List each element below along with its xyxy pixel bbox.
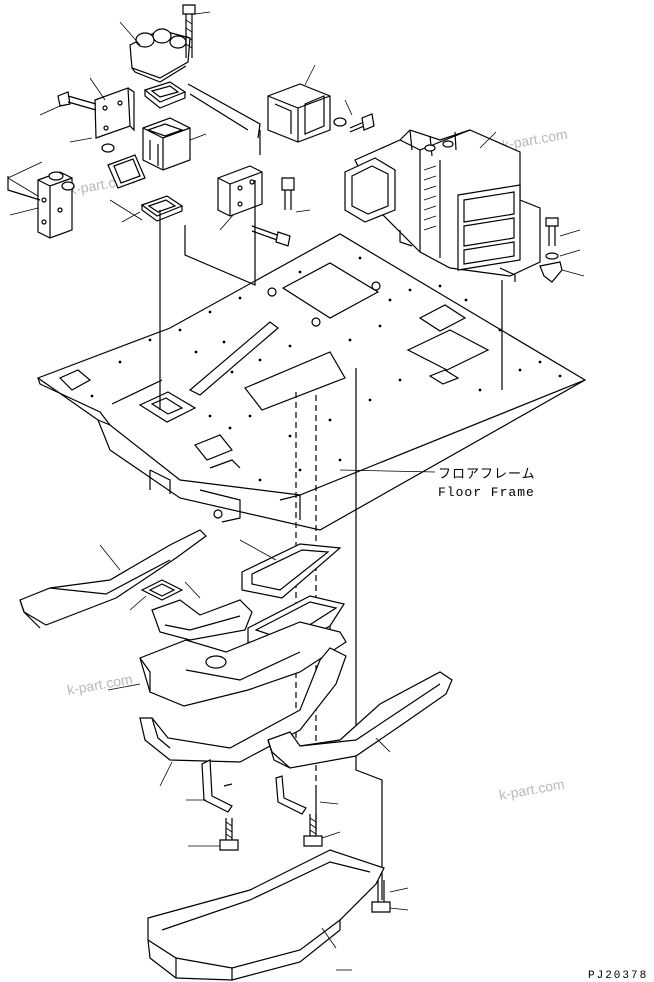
floor-cutout-4 — [244, 351, 346, 411]
floor-duct-opening — [138, 391, 197, 423]
gasket-small — [140, 579, 184, 601]
bolt-center-2 — [251, 225, 291, 247]
floor-holes — [90, 256, 562, 482]
assembly-lines — [7, 130, 503, 900]
washer-2 — [545, 252, 559, 260]
floor-frame — [36, 233, 587, 531]
floor-frame-label-en: Floor Frame — [438, 485, 535, 500]
duct-bottom-left — [139, 647, 347, 763]
mounting-plate-center — [217, 165, 263, 217]
nut-1 — [101, 143, 115, 153]
washer-1 — [333, 117, 347, 127]
bolt-lower-center — [303, 814, 323, 847]
duct-middle — [151, 599, 253, 641]
valve-body-left — [37, 171, 75, 239]
gasket-1 — [143, 81, 187, 109]
watermark-bottom-right: k-part.com — [498, 776, 566, 803]
duct-bottom-right — [267, 671, 453, 769]
floor-cutout-3 — [406, 329, 490, 371]
duct-adapter — [142, 117, 191, 171]
duct-lower-main — [139, 621, 347, 707]
heater-unit — [344, 129, 541, 282]
bolt-center-1 — [281, 177, 295, 210]
bolt-left — [57, 91, 97, 111]
gasket-rect-large — [241, 543, 342, 599]
duct-upper-left — [19, 529, 207, 629]
floor-cutout-2 — [418, 304, 467, 332]
bottom-tray — [147, 849, 385, 981]
clip-right — [539, 261, 563, 283]
mounting-plate-left — [94, 87, 135, 139]
u-bracket-top — [267, 83, 331, 143]
bolt-right — [545, 217, 559, 246]
floor-frame-label-jp: フロアフレーム — [438, 467, 536, 482]
floor-cutout-1 — [281, 262, 380, 319]
watermark-mid-left: k-part.com — [66, 671, 134, 698]
valve-block — [129, 28, 191, 83]
bolt-lower-right — [371, 880, 391, 913]
bolt-top — [182, 4, 196, 58]
gasket-2 — [107, 154, 146, 189]
l-bracket-right — [275, 775, 307, 815]
gasket-3 — [140, 195, 184, 222]
screw-1 — [349, 113, 375, 133]
drawing-code: PJ20378 — [588, 970, 648, 982]
l-bracket-left — [201, 759, 233, 813]
bolt-lower-left — [219, 818, 239, 851]
